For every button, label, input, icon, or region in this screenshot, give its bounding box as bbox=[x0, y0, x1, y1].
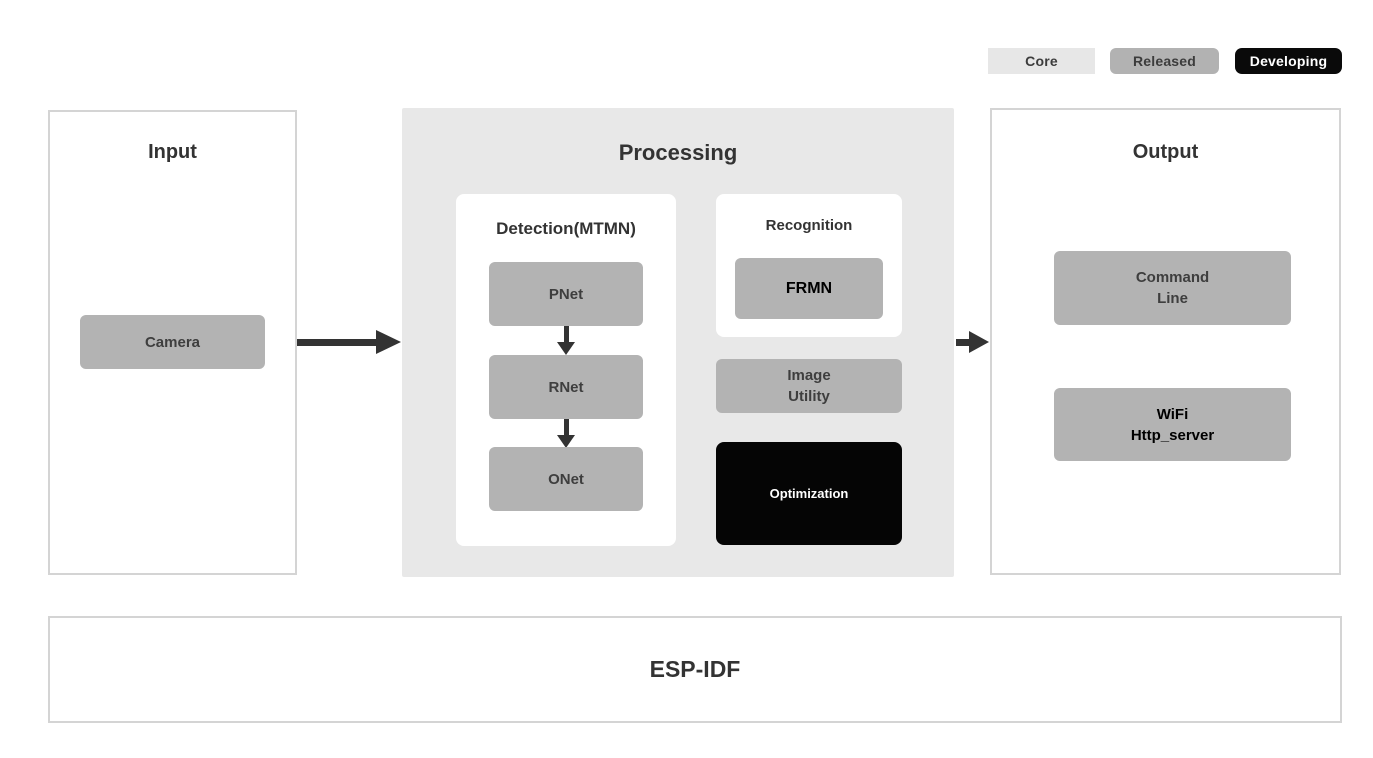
command-line-label-line1: Command bbox=[1135, 269, 1210, 286]
arrow-right-head-icon bbox=[969, 331, 989, 353]
output-panel bbox=[990, 108, 1341, 575]
legend-chip-core: Core bbox=[988, 48, 1095, 74]
onet-node: ONet bbox=[489, 447, 643, 511]
image-utility-label-line2: Utility bbox=[788, 388, 830, 405]
arrow-right-icon bbox=[956, 339, 970, 346]
output-panel-title: Output bbox=[1132, 141, 1199, 163]
arrow-right-head-icon bbox=[376, 330, 401, 354]
arrow-down-icon bbox=[564, 419, 569, 436]
legend-chip-developing: Developing bbox=[1235, 48, 1342, 74]
command-line-label-line2: Line bbox=[1157, 290, 1188, 307]
rnet-node-label: RNet bbox=[548, 378, 584, 396]
arrow-right-icon bbox=[297, 339, 377, 346]
frmn-node: FRMN bbox=[735, 258, 883, 319]
pnet-node-label: PNet bbox=[548, 285, 584, 303]
legend-chip-released: Released bbox=[1110, 48, 1219, 74]
foundation-panel-title: ESP-IDF bbox=[649, 656, 741, 682]
arrow-down-head-icon bbox=[557, 435, 575, 448]
wifi-http-server-node: WiFi Http_server bbox=[1054, 388, 1291, 461]
input-panel-title: Input bbox=[148, 141, 197, 163]
rnet-node: RNet bbox=[489, 355, 643, 419]
optimization-node: Optimization bbox=[716, 442, 902, 545]
camera-node-label: Camera bbox=[144, 333, 201, 351]
camera-node: Camera bbox=[80, 315, 265, 369]
command-line-node: Command Line bbox=[1054, 251, 1291, 325]
image-utility-label-line1: Image bbox=[787, 367, 831, 384]
arrow-down-head-icon bbox=[557, 342, 575, 355]
optimization-node-label: Optimization bbox=[769, 486, 849, 501]
wifi-label-line1: WiFi bbox=[1156, 405, 1189, 423]
foundation-panel: ESP-IDF bbox=[48, 616, 1342, 723]
arrow-down-icon bbox=[564, 326, 569, 343]
wifi-label-line2: Http_server bbox=[1130, 426, 1215, 444]
onet-node-label: ONet bbox=[548, 470, 584, 488]
recognition-card-title: Recognition bbox=[765, 217, 853, 234]
detection-card-title: Detection(MTMN) bbox=[496, 219, 636, 238]
image-utility-node: Image Utility bbox=[716, 359, 902, 413]
pnet-node: PNet bbox=[489, 262, 643, 326]
processing-panel-title: Processing bbox=[618, 140, 738, 165]
frmn-node-label: FRMN bbox=[785, 280, 833, 297]
